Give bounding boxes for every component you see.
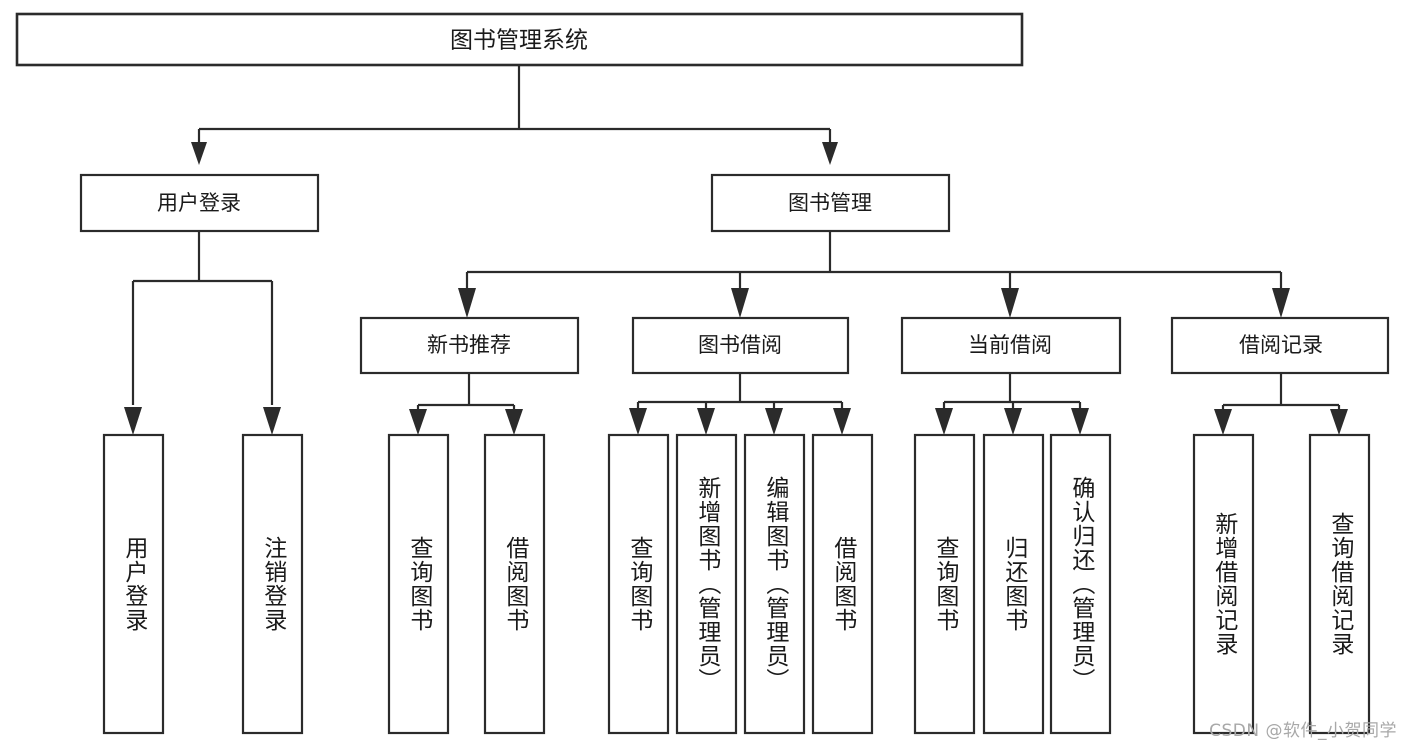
arrow-head-to-borrow-record xyxy=(1272,288,1290,318)
node-leaf-confirm-return-admin[interactable] xyxy=(1049,433,1112,735)
connector-group-borrow-record-children xyxy=(1214,373,1348,435)
node-leaf-query-borrow-record[interactable] xyxy=(1308,433,1371,735)
node-root-label: 图书管理系统 xyxy=(450,28,588,54)
connector-group-new-book-rec-children xyxy=(409,373,523,435)
node-leaf-query-book-b[interactable] xyxy=(607,433,670,735)
node-leaf-add-borrow-record[interactable] xyxy=(1192,433,1255,735)
arrow-head-to-user-login xyxy=(191,142,207,165)
connector-group-user-login-children xyxy=(124,231,281,435)
arrow-head-to-book-borrow xyxy=(731,288,749,318)
node-leaf-user-login[interactable] xyxy=(102,433,165,735)
node-level2-book-borrow-label: 图书借阅 xyxy=(698,333,782,357)
connector-group-root-to-level1 xyxy=(191,65,838,165)
arrow-head-to-book-mgmt xyxy=(822,142,838,165)
node-level2-book-borrow[interactable] xyxy=(631,316,850,375)
node-level2-borrow-record[interactable] xyxy=(1170,316,1390,375)
arrow-head-to-new-book-rec xyxy=(458,288,476,318)
csdn-watermark: CSDN @软件_小贺同学 xyxy=(1209,721,1397,741)
arrow-head-leaf-confirm-return xyxy=(1071,408,1089,435)
node-leaf-borrow-book-a[interactable] xyxy=(483,433,546,735)
arrow-head-leaf-user-login xyxy=(124,407,142,435)
node-root-book-management-system[interactable] xyxy=(15,12,1024,67)
node-level2-current-borrow[interactable] xyxy=(900,316,1122,375)
node-leaf-add-book-admin[interactable] xyxy=(675,433,738,735)
node-leaf-return-book[interactable] xyxy=(982,433,1045,735)
node-level1-user-login-label: 用户登录 xyxy=(157,191,241,215)
node-level2-new-book-recommend-label: 新书推荐 xyxy=(427,333,511,357)
node-level1-book-management[interactable] xyxy=(710,173,951,233)
arrow-head-leaf-borrow-book-b xyxy=(833,408,851,435)
node-level1-user-login[interactable] xyxy=(79,173,320,233)
arrow-head-leaf-query-record xyxy=(1330,409,1348,435)
arrow-head-leaf-edit-book xyxy=(765,408,783,435)
node-leaf-query-book-c[interactable] xyxy=(913,433,976,735)
arrow-head-leaf-add-record xyxy=(1214,409,1232,435)
node-level2-new-book-recommend[interactable] xyxy=(359,316,580,375)
arrow-head-leaf-query-book-a xyxy=(409,409,427,435)
connector-group-book-borrow-children xyxy=(629,373,851,435)
node-leaf-edit-book-admin[interactable] xyxy=(743,433,806,735)
node-leaf-query-book-a[interactable] xyxy=(387,433,450,735)
arrow-head-leaf-logout xyxy=(263,407,281,435)
connector-group-book-mgmt-children xyxy=(458,231,1290,318)
arrow-head-leaf-query-book-c xyxy=(935,408,953,435)
node-level2-current-borrow-label: 当前借阅 xyxy=(968,333,1052,357)
connector-group-current-borrow-children xyxy=(935,373,1089,435)
node-leaf-borrow-book-b[interactable] xyxy=(811,433,874,735)
arrow-head-leaf-query-book-b xyxy=(629,408,647,435)
arrow-head-to-current-borrow xyxy=(1001,288,1019,318)
node-level1-book-management-label: 图书管理 xyxy=(788,191,872,215)
arrow-head-leaf-borrow-book-a xyxy=(505,409,523,435)
arrow-head-leaf-return-book xyxy=(1004,408,1022,435)
node-leaf-logout[interactable] xyxy=(241,433,304,735)
node-level2-borrow-record-label: 借阅记录 xyxy=(1239,333,1323,357)
arrow-head-leaf-add-book xyxy=(697,408,715,435)
